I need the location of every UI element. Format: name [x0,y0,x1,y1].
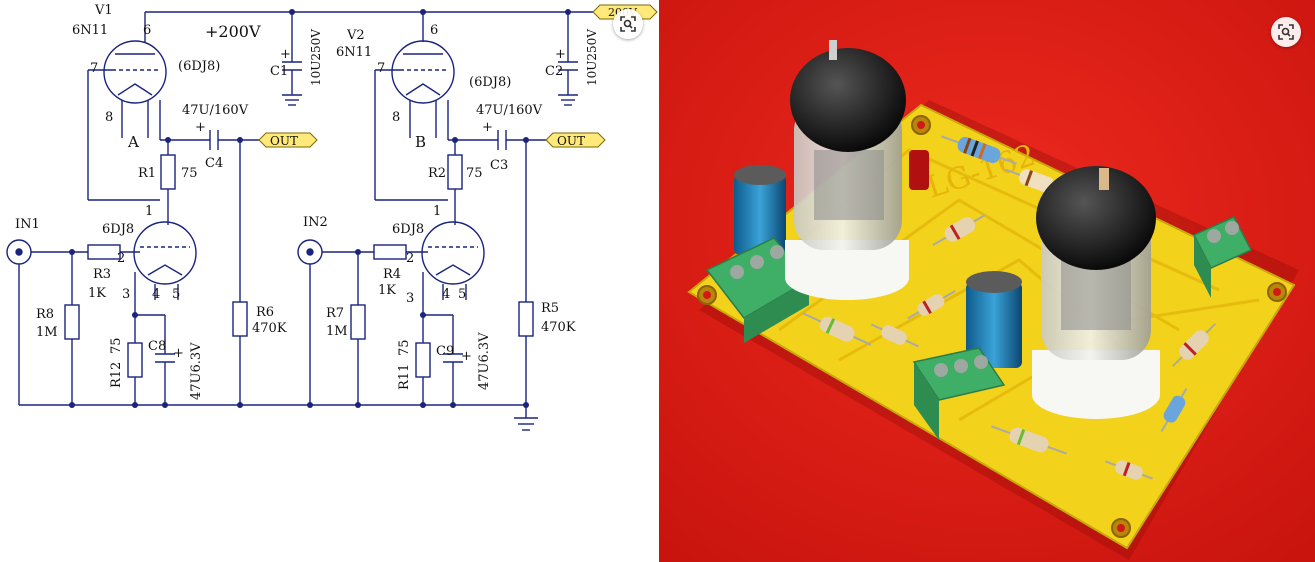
c3-ref: C3 [490,158,508,173]
r2-ref: R2 [428,166,446,181]
v1-pin6: 6 [143,23,151,38]
r7-value: 1M [326,324,348,339]
supply-label: +200V [205,22,261,41]
lens-search-icon [620,16,636,32]
terminal-block-center [912,347,1006,440]
r4-ref: R4 [383,267,401,282]
tube1-pin1: 1 [145,204,153,219]
schematic-svg: V1 6N11 6 (6DJ8) 7 8 A +200V + 47U/160V … [6,3,658,431]
c8-value: 47U6.3V [189,342,204,400]
lens-search-button-left[interactable] [613,9,643,39]
schematic-diagram: V1 6N11 6 (6DJ8) 7 8 A +200V + 47U/160V … [0,0,658,443]
out-flag-1 [258,132,318,148]
r4-value: 1K [378,283,396,298]
c4-value: 47U/160V [182,103,249,118]
c2-value: 10U250V [585,29,599,86]
c3-value: 47U/160V [476,103,543,118]
out-flag-2 [545,132,606,148]
tube1-pin4: 4 [152,287,160,302]
v2-pin8: 8 [392,110,400,125]
v1-ref: V1 [94,3,113,18]
r5-value: 470K [541,320,576,335]
c1-value: 10U250V [309,29,323,86]
c2-ref: C2 [545,64,563,79]
vacuum-tube-1 [785,40,909,300]
r3-value: 1K [88,286,106,301]
v1-alt: (6DJ8) [178,59,220,74]
blue-capacitor-2 [966,271,1022,368]
out-label-1: OUT [270,134,298,148]
r2-value: 75 [466,166,483,181]
r8-ref: R8 [36,307,54,322]
tube1-pin2: 2 [117,251,125,266]
in2-label: IN2 [303,215,328,230]
r12-value: 75 [109,337,124,354]
tube2-pin2: 2 [406,251,414,266]
c2-plus: + [555,47,566,62]
tube1-pin5: 5 [172,287,180,302]
v2-section: B [415,133,426,151]
v2-type: 6N11 [336,45,372,60]
v2-ref: V2 [346,28,365,43]
vacuum-tube-2 [1032,166,1160,419]
v1-section: A [127,133,139,151]
blue-capacitor-1 [734,165,786,255]
tube2-pin4: 4 [442,287,450,302]
c9-value: 47U6.3V [477,332,492,390]
tube1-pin3: 3 [122,287,130,302]
c8-plus: + [173,346,184,361]
v1-pin8: 8 [105,110,113,125]
c9-plus: + [461,349,472,364]
tube2-pin5: 5 [458,287,466,302]
resistors [802,135,1216,480]
lens-search-button-right[interactable] [1271,17,1301,47]
in1-label: IN1 [15,217,40,232]
c9-ref: C9 [436,344,454,359]
out-label-2: OUT [557,134,585,148]
c3-plus: + [482,120,493,135]
tube2-type: 6DJ8 [392,222,424,237]
c4-ref: C4 [205,156,223,171]
r7-ref: R7 [326,306,344,321]
c1-plus: + [280,47,291,62]
r3-ref: R3 [93,267,111,282]
r6-ref: R6 [256,305,274,320]
tube2-pin1: 1 [433,204,441,219]
r6-value: 470K [252,321,287,336]
c4-plus: + [195,120,206,135]
photo-svg: LG-162 [659,0,1315,562]
tube2-pin3: 3 [406,291,414,306]
r11-value: 75 [397,339,412,356]
terminal-block-right [1192,216,1253,298]
r1-ref: R1 [138,166,156,181]
r12-ref: R12 [109,362,124,388]
red-capacitor [909,150,929,190]
amplifier-board-photo: LG-162 [659,0,1315,562]
lens-search-icon [1278,24,1294,40]
r1-value: 75 [181,166,198,181]
r8-value: 1M [36,325,58,340]
c1-ref: C1 [270,64,288,79]
v1-pin7: 7 [90,61,98,76]
v2-pin7: 7 [377,61,385,76]
r5-ref: R5 [541,301,559,316]
v1-type: 6N11 [72,23,108,38]
v2-alt: (6DJ8) [469,75,511,90]
c8-ref: C8 [148,339,166,354]
r11-ref: R11 [397,364,412,390]
terminal-block-left [705,237,811,343]
v2-pin6: 6 [430,23,438,38]
tube1-type: 6DJ8 [102,222,134,237]
